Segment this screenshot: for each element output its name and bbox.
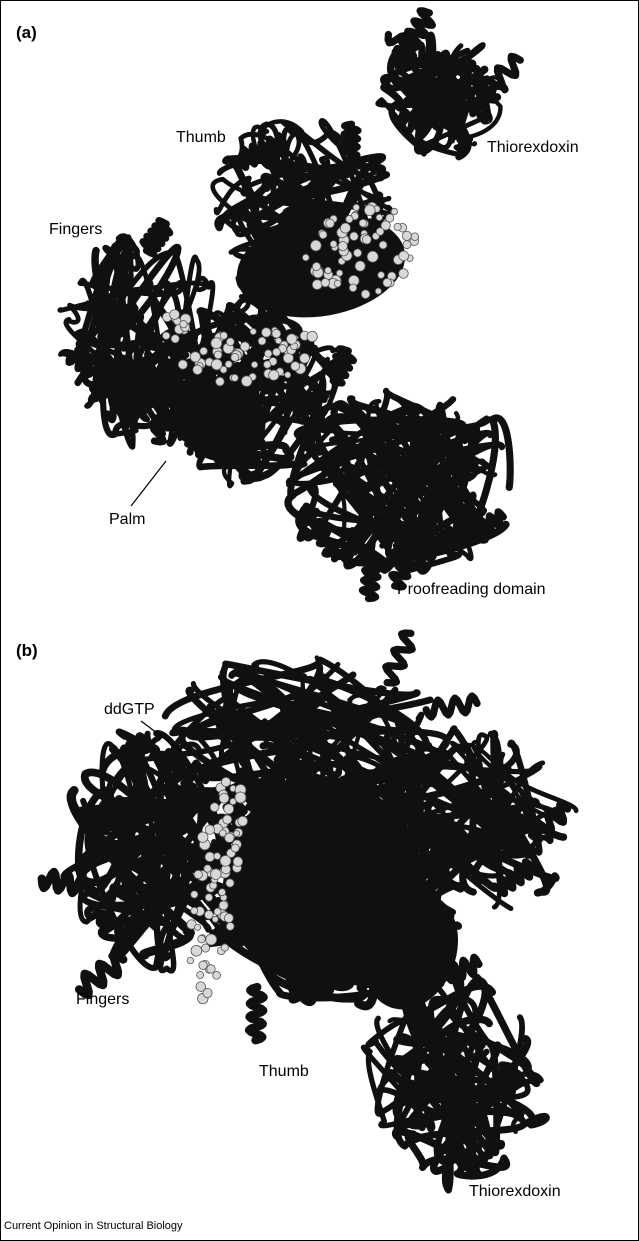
ribbon-helix <box>396 800 422 823</box>
label-thumb-b: Thumb <box>259 1063 309 1081</box>
ligand-sphere <box>251 361 258 368</box>
label-thioredoxin-a: Thiorexdoxin <box>487 139 579 157</box>
ligand-sphere <box>196 971 204 979</box>
ribbon-helix <box>421 99 452 123</box>
ribbon-helix <box>328 349 353 383</box>
label-fingers-a: Fingers <box>49 221 102 239</box>
ligand-sphere <box>190 945 202 957</box>
ribbon-helix <box>386 633 412 683</box>
label-thioredoxin-b: Thiorexdoxin <box>469 1183 561 1201</box>
panel-a-letter: (a) <box>16 23 37 43</box>
ribbon-helix <box>143 221 170 254</box>
protein-structure-a <box>1 1 638 611</box>
ligand-sphere <box>233 830 240 837</box>
ligand-sphere <box>250 328 257 335</box>
ligand-sphere <box>212 916 219 923</box>
protein-structure-b <box>1 621 638 1221</box>
ligand-sphere <box>170 310 180 320</box>
ligand-sphere <box>194 924 201 931</box>
label-proofreading-domain-a: Proofreading domain <box>397 581 546 599</box>
label-thumb-a: Thumb <box>176 129 226 147</box>
label-fingers-b: Fingers <box>76 991 129 1009</box>
ribbon-helix <box>426 696 477 717</box>
leader-line-palm <box>131 461 166 506</box>
ligand-sphere <box>171 335 179 343</box>
ribbon-helix <box>79 954 123 995</box>
ligand-sphere <box>187 957 194 964</box>
ribbon-helix <box>249 987 264 1040</box>
ribbon-helix <box>219 710 248 735</box>
label-ddgtp-b: ddGTP <box>104 701 155 719</box>
panel-b-letter: (b) <box>16 641 38 661</box>
ribbon-helix <box>479 56 520 98</box>
ribbon-helix <box>399 1085 437 1104</box>
ribbon-helix <box>499 829 522 855</box>
ribbon-helix <box>420 852 451 872</box>
ligand-sphere <box>180 321 187 328</box>
ribbon-helix <box>344 124 359 157</box>
label-palm-a: Palm <box>109 511 145 529</box>
ligand-sphere <box>284 371 291 378</box>
ribbon-helix <box>465 1124 479 1176</box>
ribbon-helix <box>494 1065 518 1098</box>
ligand-sphere <box>163 332 170 339</box>
journal-credit: Current Opinion in Structural Biology <box>4 1220 183 1232</box>
